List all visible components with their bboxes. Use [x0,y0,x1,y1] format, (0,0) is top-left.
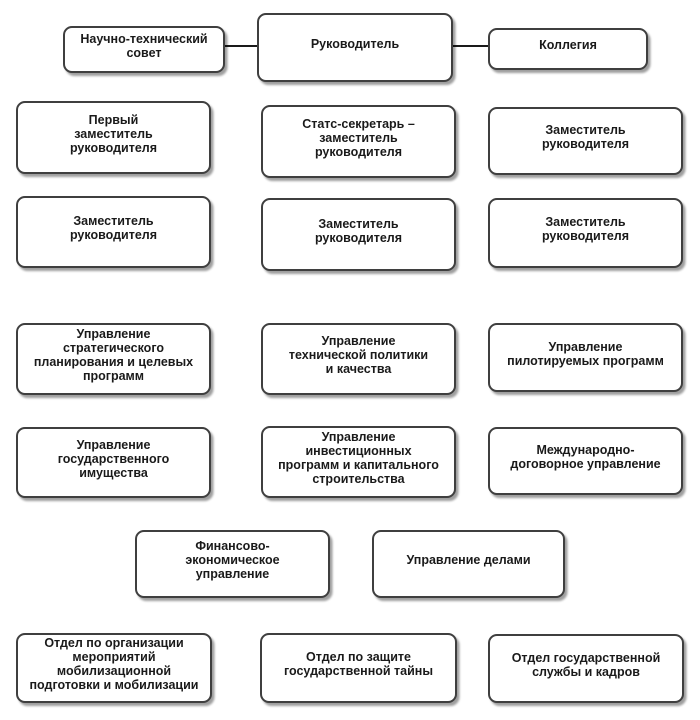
org-node-deputy-1: Заместитель руководителя [488,107,683,175]
org-node-deputy-4: Заместитель руководителя [488,198,683,268]
org-node-administration: Управление делами [372,530,565,598]
org-node-first-deputy: Первый заместитель руководителя [16,101,211,174]
connector-head-collegium [453,45,488,47]
org-node-collegium: Коллегия [488,28,648,70]
org-node-label: Статс-секретарь – заместитель руководите… [302,116,415,159]
org-node-label: Заместитель руководителя [541,123,630,151]
org-node-label: Отдел по организации мероприятий мобилиз… [29,636,199,692]
org-node-label: Руководитель [310,36,400,51]
org-node-label: Заместитель руководителя [69,214,158,242]
org-node-mobilization-dept: Отдел по организации мероприятий мобилиз… [16,633,212,703]
org-node-strategic-planning: Управление стратегического планирования … [16,323,211,395]
org-node-state-secretary: Статс-секретарь – заместитель руководите… [261,105,456,178]
org-node-label: Управление стратегического планирования … [33,327,194,383]
org-node-investment-programs: Управление инвестиционных программ и кап… [261,426,456,498]
org-node-state-property: Управление государственного имущества [16,427,211,498]
org-node-label: Международно- договорное управление [510,443,661,471]
org-node-label: Управление государственного имущества [57,437,170,480]
org-node-international-treaty: Международно- договорное управление [488,427,683,495]
org-node-civil-service-dept: Отдел государственной службы и кадров [488,634,684,703]
org-node-label: Научно-технический совет [80,31,208,60]
org-node-state-secrets-dept: Отдел по защите государственной тайны [260,633,457,703]
org-node-label: Отдел государственной службы и кадров [511,650,661,679]
org-node-deputy-2: Заместитель руководителя [16,196,211,268]
org-node-label: Финансово- экономическое управление [185,539,280,581]
org-node-deputy-3: Заместитель руководителя [261,198,456,271]
org-node-label: Отдел по защите государственной тайны [283,650,434,678]
org-node-label: Управление пилотируемых программ [507,339,664,368]
org-node-sci-tech-council: Научно-технический совет [63,26,225,73]
org-node-label: Управление делами [406,553,531,567]
org-node-label: Заместитель руководителя [541,215,630,243]
org-node-technical-policy: Управление технической политики и качест… [261,323,456,395]
org-node-finance-economic: Финансово- экономическое управление [135,530,330,598]
connector-council-head [225,45,257,47]
org-node-label: Заместитель руководителя [314,216,403,245]
org-node-label: Управление инвестиционных программ и кап… [278,430,439,486]
org-node-label: Коллегия [539,38,597,52]
org-node-label: Управление технической политики и качест… [288,334,429,376]
org-node-label: Первый заместитель руководителя [69,112,158,155]
org-node-crewed-programs: Управление пилотируемых программ [488,323,683,392]
org-node-head: Руководитель [257,13,453,82]
